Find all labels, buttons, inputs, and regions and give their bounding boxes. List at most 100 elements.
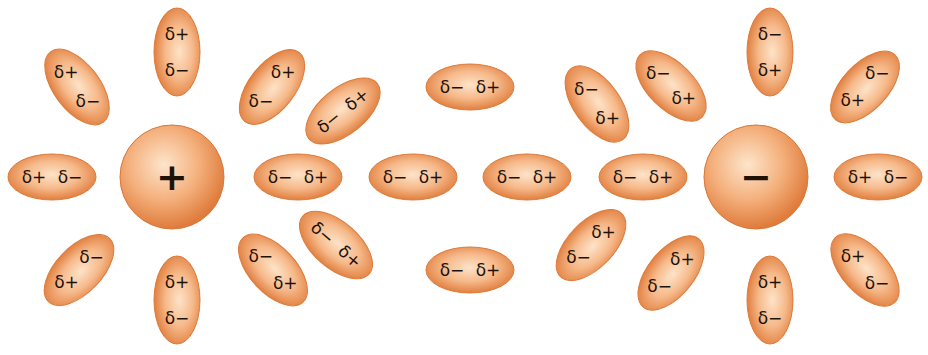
water-molecule: δ+ δ− [746,255,794,345]
partial-charge: δ− [646,65,671,82]
water-molecule: δ−δ+ [817,38,913,137]
water-molecule: δ− δ+ [746,7,794,97]
text-slot: δ+ [54,273,79,292]
partial-charge: δ+ [848,169,873,186]
molecule-ellipse [746,7,794,97]
water-molecule: δ− δ+ [425,246,515,294]
partial-charge: δ+ [165,274,190,291]
text-slot: δ+ [591,223,616,242]
molecule-ellipse [153,7,201,97]
text-slot: δ− [758,25,783,44]
text-slot: δ+ [671,89,696,108]
text-slot: δ− [647,277,672,296]
text-slot: δ− [383,168,408,187]
text-slot: δ− [440,78,465,97]
text-slot: δ− [268,168,293,187]
water-molecule: δ− δ+ [598,153,688,201]
molecule-ellipse [7,153,97,201]
partial-charge: δ− [613,169,638,186]
partial-charge: δ− [566,249,591,266]
partial-charge: δ− [58,169,83,186]
partial-charge: δ+ [840,92,865,109]
partial-charge: δ+ [54,64,79,81]
water-molecule: δ− δ+ [425,63,515,111]
partial-charge: δ− [865,65,890,82]
molecule-ellipse [31,37,123,138]
text-slot: δ+ [165,273,190,292]
partial-charge: δ− [497,169,522,186]
text-slot: δ+ [54,63,79,82]
cation: + [119,124,225,230]
text-slot: δ+ [476,261,501,280]
water-molecule: δ+ δ− [7,153,97,201]
molecule-ellipse [624,223,718,323]
text-slot: δ+ [304,168,329,187]
water-molecule: δ− δ+ [368,153,458,201]
partial-charge: δ+ [841,248,866,265]
text-slot: δ− [249,92,274,111]
text-slot: δ+ [419,168,444,187]
partial-charge: δ− [268,169,293,186]
partial-charge: δ+ [533,169,558,186]
partial-charge: δ− [758,26,783,43]
text-slot: δ+ [649,168,674,187]
ion-charge: + [156,158,188,196]
molecule-ellipse [425,246,515,294]
partial-charge: δ− [165,62,190,79]
partial-charge: δ− [647,278,672,295]
text-slot: δ+ [595,109,620,128]
text-slot: δ− [165,61,190,80]
text-slot: δ− [79,248,104,267]
text-slot: δ+ [670,250,695,269]
molecule-ellipse [833,153,923,201]
text-slot: δ− [646,64,671,83]
water-molecule: δ+δ− [542,196,639,294]
molecule-ellipse [425,63,515,111]
partial-charge: δ+ [419,169,444,186]
partial-charge: δ+ [595,110,620,127]
partial-charge: δ+ [649,169,674,186]
molecule-ellipse [542,196,639,294]
partial-charge: δ+ [476,79,501,96]
molecule-ellipse [746,255,794,345]
text-slot: δ− [566,248,591,267]
partial-charge: δ+ [165,26,190,43]
text-slot: δ− [497,168,522,187]
text-slot: δ+ [273,274,298,293]
text-slot: δ− [440,261,465,280]
text-slot: δ+ [533,168,558,187]
partial-charge: δ− [165,310,190,327]
water-molecule: δ+ δ− [153,255,201,345]
partial-charge: δ+ [271,64,296,81]
text-slot: δ+ [758,273,783,292]
partial-charge: δ− [440,79,465,96]
water-molecule: δ+ δ− [31,37,123,138]
partial-charge: δ− [758,310,783,327]
partial-charge: δ+ [476,262,501,279]
ion-charge: − [740,158,772,196]
partial-charge: δ+ [758,62,783,79]
molecule-ellipse [153,255,201,345]
partial-charge: δ− [248,248,273,265]
molecule-ellipse [368,153,458,201]
text-slot: δ− [613,168,638,187]
partial-charge: δ+ [54,274,79,291]
text-slot: δ− [865,274,890,293]
partial-charge: δ+ [670,251,695,268]
molecule-ellipse [225,37,318,137]
water-molecule: δ+ δ− [624,223,718,323]
water-molecule: δ+ δ− [153,7,201,97]
text-slot: δ+ [848,168,873,187]
partial-charge: δ− [76,93,101,110]
text-slot: δ+ [840,91,865,110]
partial-charge: δ+ [22,169,47,186]
water-molecule: δ− δ+ [253,153,343,201]
molecule-ellipse [30,221,127,319]
text-slot: δ− [884,168,909,187]
molecule-ellipse [482,153,572,201]
partial-charge: δ+ [591,224,616,241]
partial-charge: δ+ [304,169,329,186]
text-slot: δ− [865,64,890,83]
water-molecule: δ−δ+ [293,64,393,158]
